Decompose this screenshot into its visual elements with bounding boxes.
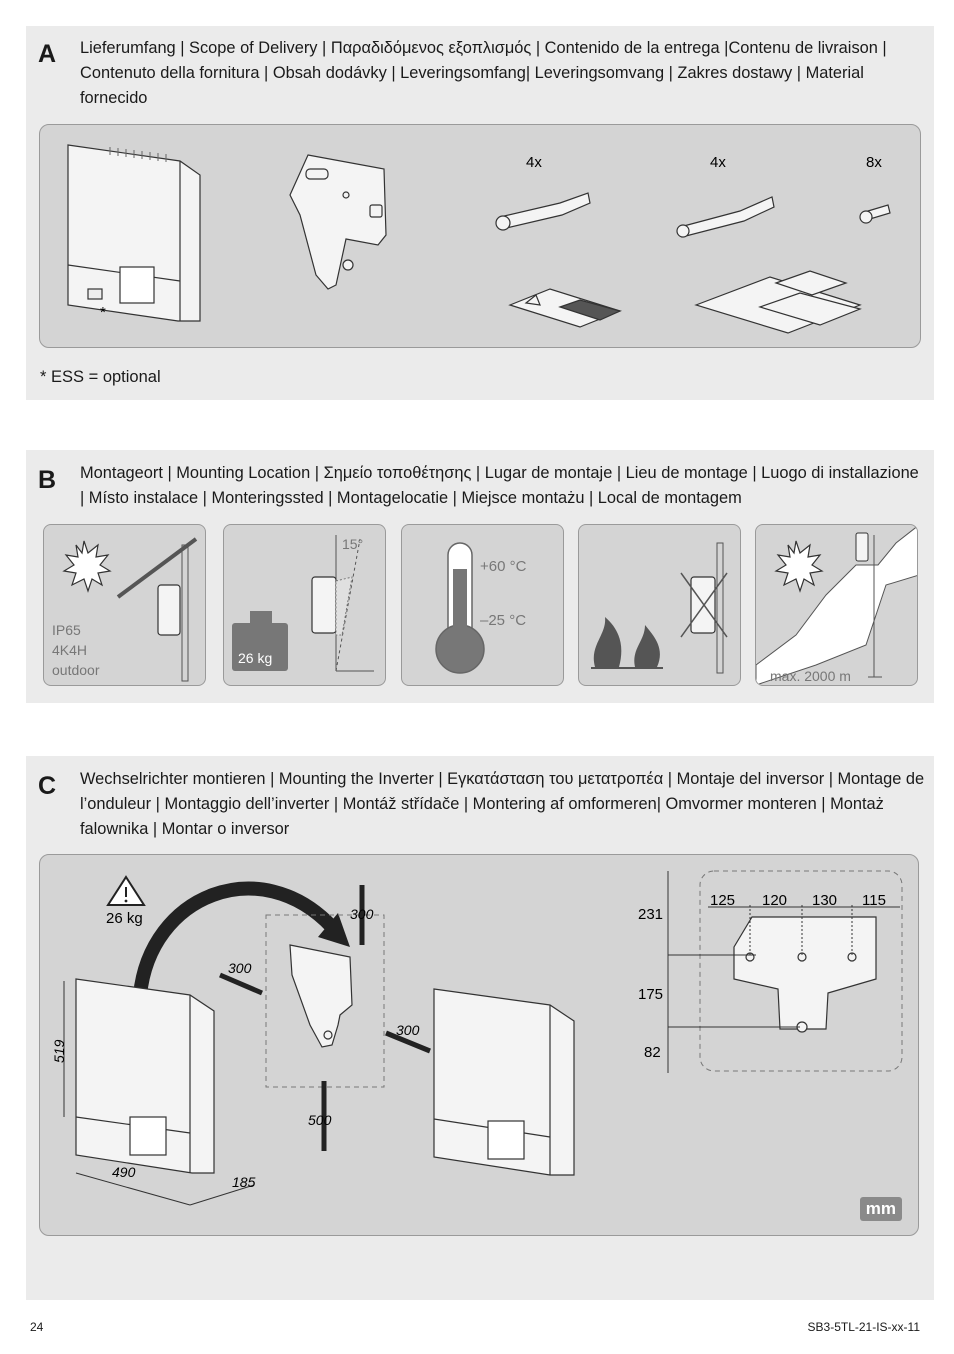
- thermometer-icon: [435, 542, 485, 674]
- section-mounting-inverter: C Wechselrichter montieren | Mounting th…: [26, 756, 934, 1300]
- document-code: SB3-5TL-21-IS-xx-11: [807, 1320, 920, 1334]
- wall-bracket-icon: [289, 154, 387, 290]
- clearance-bottom: 500: [308, 1112, 332, 1128]
- weight-icon: [232, 611, 288, 671]
- cell-fire-hazard: [578, 524, 741, 686]
- section-scope-of-delivery: A Lieferumfang | Scope of Delivery | Παρ…: [26, 26, 934, 400]
- tilt-angle: 15°: [342, 536, 363, 552]
- hole-spacing-120: 120: [762, 892, 787, 909]
- qty-screws: 8x: [866, 154, 882, 171]
- altitude-limit: max. 2000 m: [770, 668, 851, 684]
- inverter-tilted-icon: [311, 576, 353, 636]
- warning-icon: [106, 875, 146, 906]
- section-letter-b: B: [38, 466, 57, 494]
- clearance-arrows: [219, 885, 431, 1151]
- cell-temperature: +60 °C –25 °C: [401, 524, 564, 686]
- mounting-illustration: 26 kg 519 490 185: [51, 870, 903, 1206]
- ess-asterisk: *: [100, 304, 106, 321]
- label-sheet-icon: [508, 288, 622, 328]
- warning-weight: 26 kg: [106, 910, 143, 927]
- unit-badge: mm: [859, 1197, 902, 1221]
- section-b-heading: Montageort | Mounting Location | Σημείο …: [80, 464, 919, 507]
- bracket-dim-82: 82: [644, 1044, 661, 1061]
- temp-max: +60 °C: [480, 558, 527, 575]
- hole-spacing-130: 130: [812, 892, 837, 909]
- clearance-left: 300: [228, 960, 252, 976]
- delivery-illustration: * 4x 4x 8x: [67, 144, 891, 334]
- clearance-right: 300: [396, 1022, 420, 1038]
- clearance-zone: [265, 914, 385, 1088]
- dim-height: 519: [51, 1039, 67, 1063]
- qty-dc-plug: 4x: [526, 154, 542, 171]
- dim-lines-left: [63, 981, 255, 1206]
- inverter-mounted-icon: [433, 988, 575, 1176]
- cell-altitude: max. 2000 m: [755, 524, 918, 686]
- bracket-dimension-icon: [733, 916, 877, 1033]
- screw-icon: [859, 204, 891, 224]
- section-mounting-location: B Montageort | Mounting Location | Σημεί…: [26, 450, 934, 703]
- weight-label: 26 kg: [238, 650, 272, 666]
- cell-outdoor: IP65 4K4H outdoor: [43, 524, 206, 686]
- bracket-center-icon: [289, 944, 353, 1048]
- dim-width: 490: [112, 1164, 136, 1180]
- mountain-icon: [756, 525, 917, 685]
- section-letter-c: C: [38, 772, 57, 800]
- dc-plug-icon: [495, 192, 591, 231]
- dc-socket-icon: [676, 196, 775, 238]
- cell-tilt-weight: 15° 26 kg: [223, 524, 386, 686]
- inverter-crossed-icon: [680, 572, 728, 638]
- bracket-outline: [699, 870, 903, 1072]
- hole-spacing-125: 125: [710, 892, 735, 909]
- section-c-heading: Wechselrichter montieren | Mounting the …: [80, 770, 925, 838]
- temp-min: –25 °C: [480, 612, 526, 629]
- fire-icon: [591, 617, 663, 669]
- inverter-icon: [67, 144, 201, 322]
- section-letter-a: A: [38, 40, 57, 68]
- ess-note: * ESS = optional: [40, 368, 161, 386]
- sun-icon: [774, 540, 824, 593]
- bracket-dim-231: 231: [638, 906, 663, 923]
- page-number: 24: [30, 1320, 44, 1334]
- ip-rating: IP65: [52, 622, 81, 638]
- wall-icon: [181, 544, 189, 682]
- delivery-panel: * 4x 4x 8x: [39, 124, 921, 348]
- section-a-heading: Lieferumfang | Scope of Delivery | Παραδ…: [80, 39, 887, 107]
- qty-dc-socket: 4x: [710, 154, 726, 171]
- environment-label: outdoor: [52, 662, 100, 678]
- bracket-dim-lines: [667, 871, 900, 1073]
- hole-spacing-115: 115: [862, 892, 886, 909]
- clearance-top: 300: [350, 906, 374, 922]
- climate-class: 4K4H: [52, 642, 87, 658]
- documentation-icon: [694, 270, 862, 334]
- inverter-left-icon: [75, 978, 215, 1174]
- dim-depth: 185: [232, 1174, 256, 1190]
- inverter-small-icon: [157, 584, 181, 636]
- bracket-dim-175: 175: [638, 986, 663, 1003]
- sun-icon: [62, 540, 112, 593]
- mounting-panel: 26 kg 519 490 185: [39, 854, 919, 1236]
- lift-arrow-icon: [133, 881, 338, 996]
